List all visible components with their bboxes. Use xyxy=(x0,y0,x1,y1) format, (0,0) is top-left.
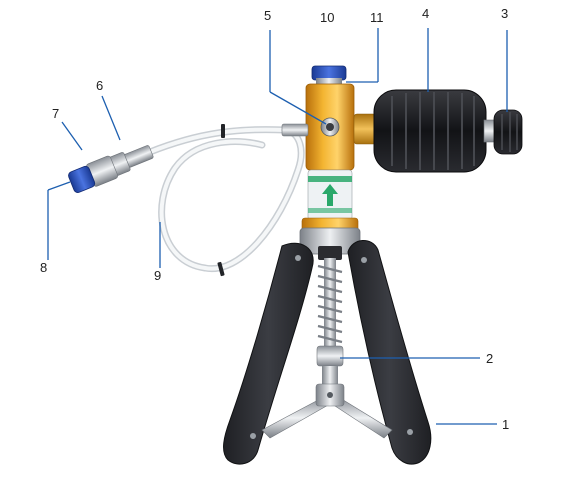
quick-connector xyxy=(68,145,154,193)
callout-11: 11 xyxy=(370,10,384,25)
top-blue-cap xyxy=(311,65,347,81)
fine-adjust-knob xyxy=(373,89,487,173)
hose-tube xyxy=(146,124,305,277)
callout-3: 3 xyxy=(501,6,508,21)
callout-8: 8 xyxy=(40,260,47,275)
lower-linkage xyxy=(261,383,393,439)
return-spring xyxy=(316,258,344,384)
left-handle xyxy=(223,242,314,465)
callout-labels: 1 2 3 4 5 6 7 8 9 10 11 xyxy=(40,6,509,432)
blue-adapter-cap xyxy=(68,165,96,193)
callout-4: 4 xyxy=(422,6,429,21)
knob-end-cap xyxy=(483,109,523,155)
callout-7: 7 xyxy=(52,106,59,121)
callout-10: 10 xyxy=(320,10,334,25)
callout-6: 6 xyxy=(96,78,103,93)
right-handle xyxy=(347,240,432,465)
callout-9: 9 xyxy=(154,268,161,283)
pump-body xyxy=(281,65,377,233)
hose-clip xyxy=(221,124,225,138)
callout-1: 1 xyxy=(502,417,509,432)
green-arrow-label xyxy=(322,184,338,206)
leader-lines xyxy=(47,28,508,425)
callout-2: 2 xyxy=(486,351,493,366)
callout-5: 5 xyxy=(264,8,271,23)
hose-clip xyxy=(217,261,225,277)
